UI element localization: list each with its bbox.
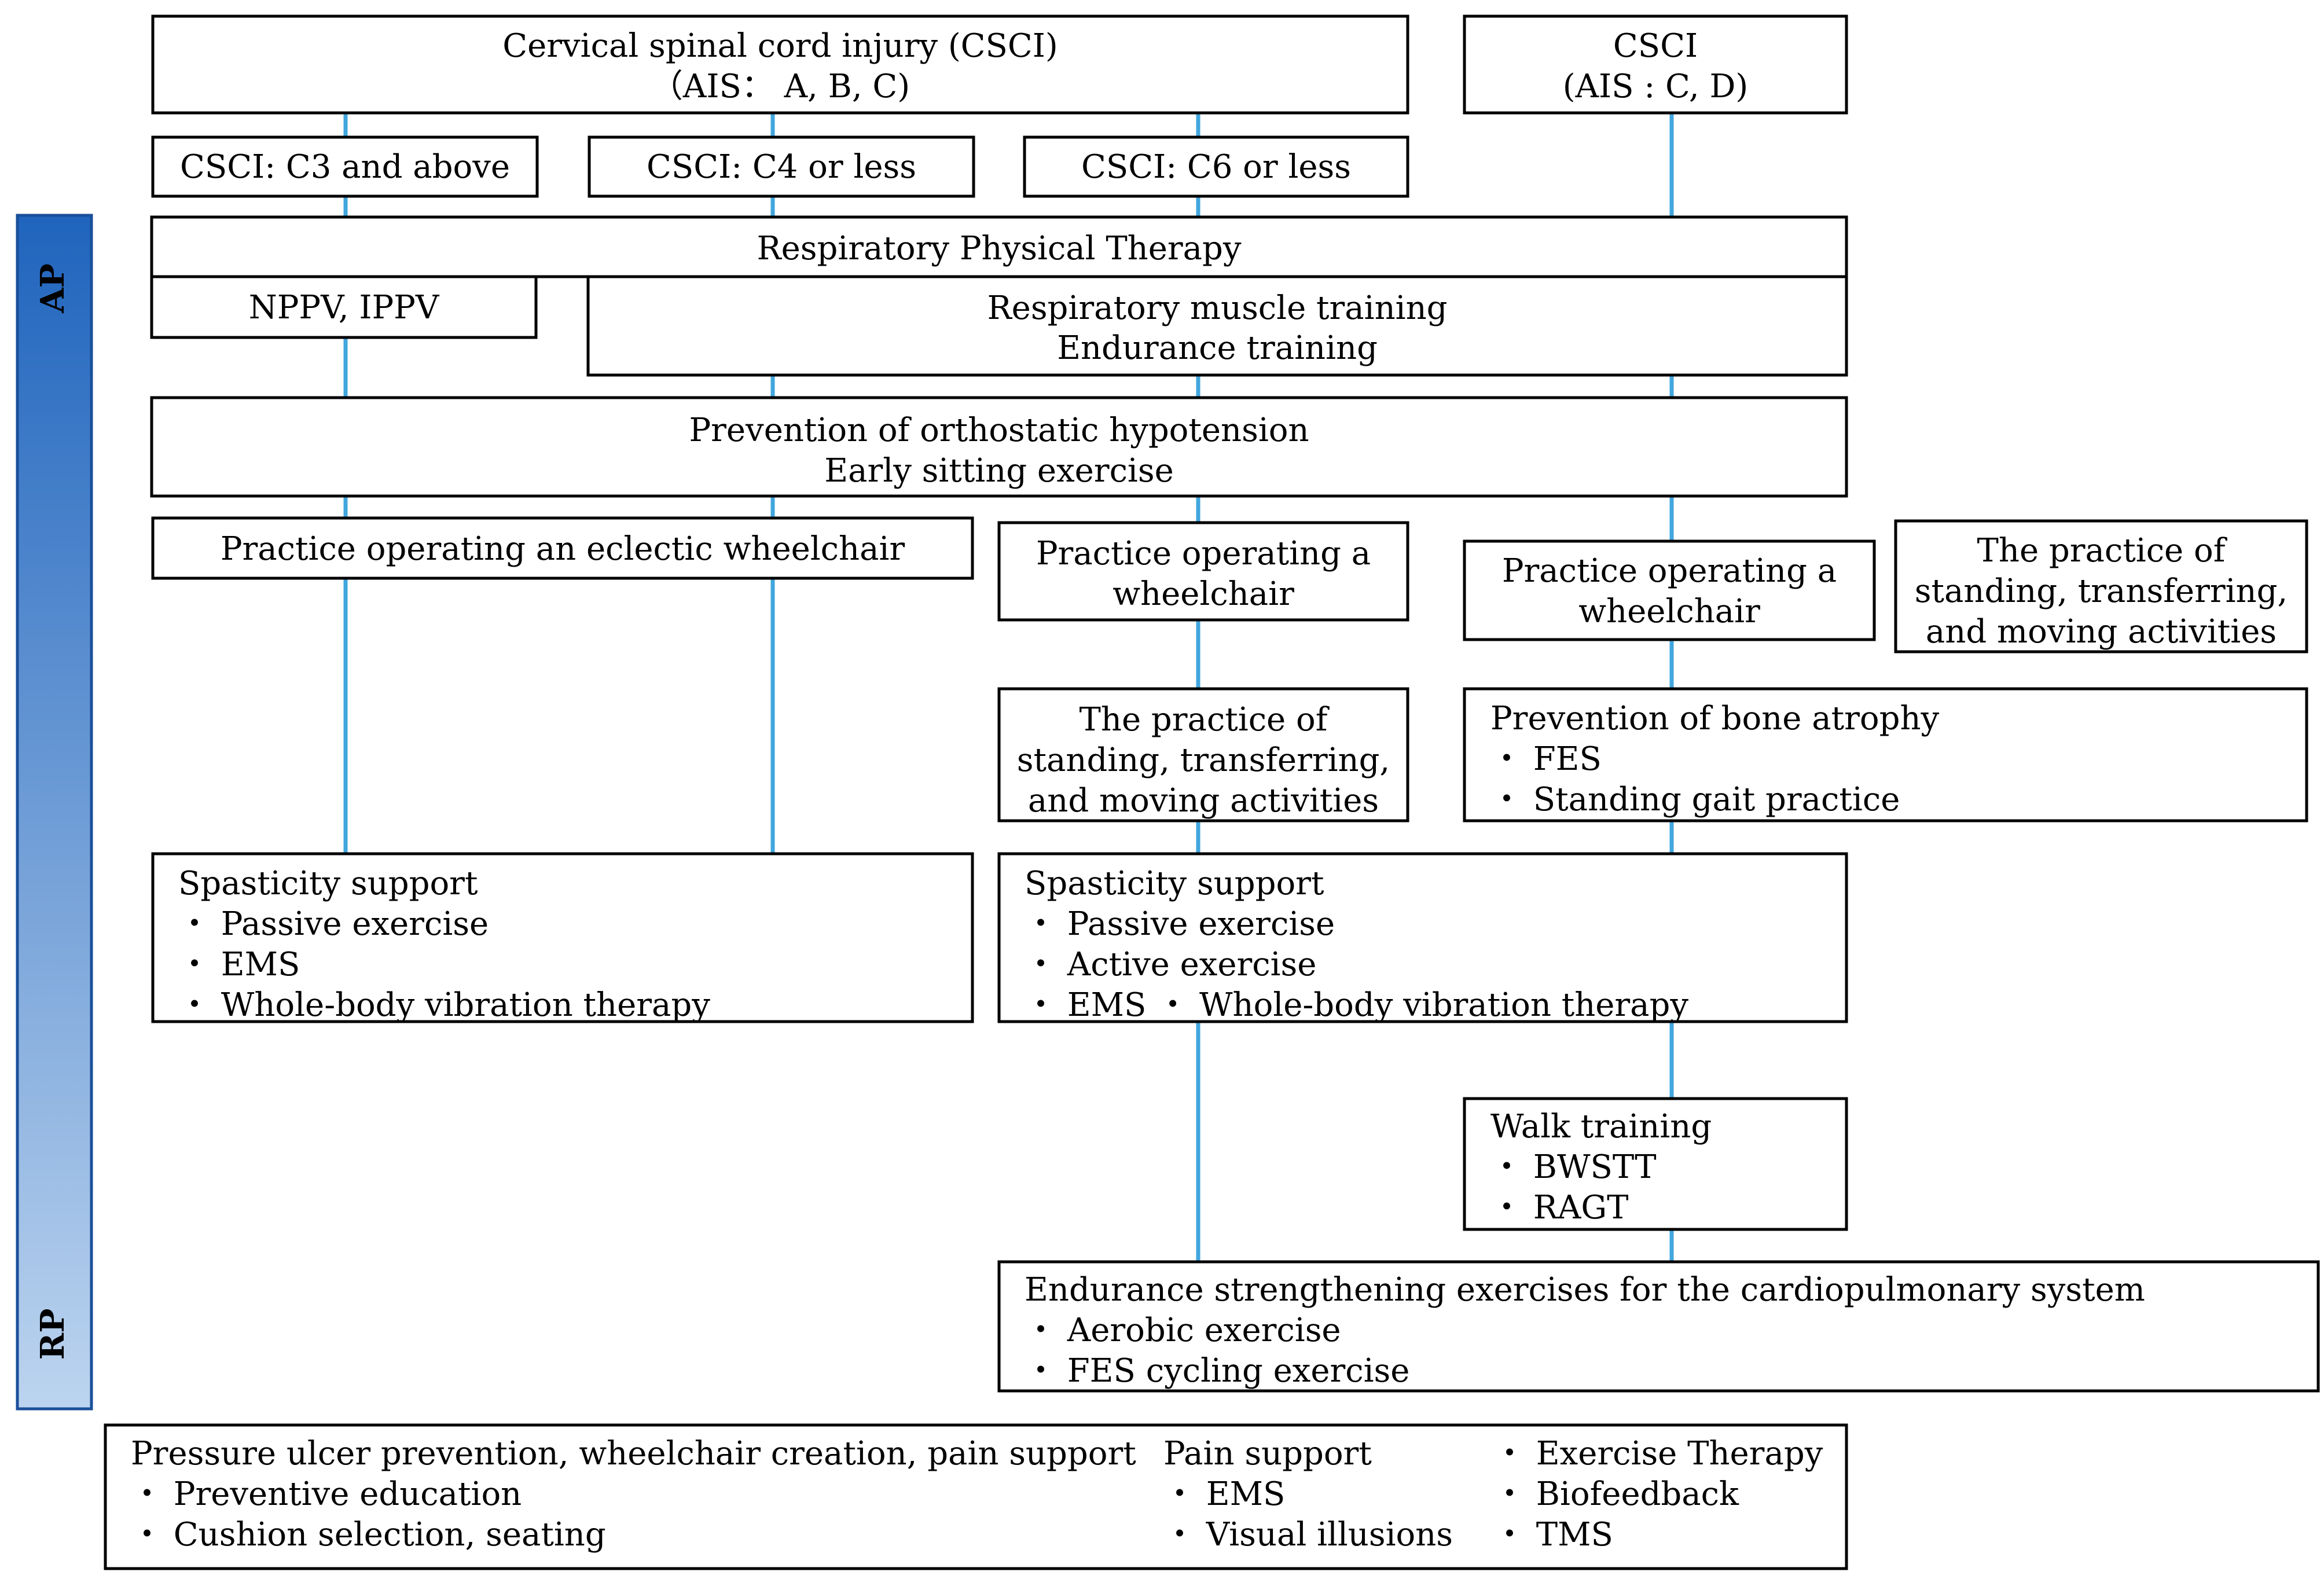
pain-line-1: Pain support: [1163, 1435, 1372, 1472]
spasticity-left-line-4: ・ Whole-body vibration therapy: [178, 986, 710, 1024]
wheelchair-incomplete-box: Practice operating a wheelchair: [1463, 539, 1876, 641]
standing-c6-line-3: and moving activities: [1028, 782, 1379, 820]
therapy-line-2: ・ Biofeedback: [1493, 1475, 1739, 1513]
standing-c6-box: The practice of standing, transferring, …: [997, 687, 1409, 822]
bone-atrophy-line-1: Prevention of bone atrophy: [1490, 700, 1940, 737]
endurance-line-1: Endurance strengthening exercises for th…: [1025, 1271, 2145, 1309]
electric-wheelchair-label: Practice operating an eclectic wheelchai…: [221, 530, 905, 568]
level-c4-label: CSCI: C4 or less: [647, 148, 916, 186]
standing-incomplete-line-3: and moving activities: [1926, 613, 2277, 651]
therapy-line-1: ・ Exercise Therapy: [1493, 1435, 1823, 1472]
bottom-support-box: Pressure ulcer prevention, wheelchair cr…: [104, 1423, 1848, 1570]
endurance-box: Endurance strengthening exercises for th…: [997, 1260, 2320, 1393]
csci-main-line-1: Cervical spinal cord injury (CSCI): [502, 27, 1058, 65]
spasticity-left-box: Spasticity support ・ Passive exercise ・ …: [151, 852, 974, 1024]
ventilation-label: NPPV, IPPV: [249, 289, 440, 326]
walk-training-line-3: ・ RAGT: [1490, 1189, 1629, 1227]
csci-incomplete-line-2: (AIS : C, D): [1563, 68, 1748, 105]
spasticity-left-line-1: Spasticity support: [178, 865, 478, 902]
pressure-line-2: ・ Preventive education: [131, 1475, 522, 1513]
bone-atrophy-box: Prevention of bone atrophy ・ FES ・ Stand…: [1463, 687, 2308, 822]
spasticity-right-line-4: ・ EMS ・ Whole-body vibration therapy: [1025, 986, 1688, 1024]
standing-incomplete-line-2: standing, transferring,: [1915, 572, 2288, 610]
wheelchair-c6-line-2: wheelchair: [1113, 575, 1294, 613]
wheelchair-incomplete-line-2: wheelchair: [1578, 593, 1760, 630]
respiratory-training-line-2: Endurance training: [1057, 329, 1378, 367]
orthostatic-box: Prevention of orthostatic hypotension Ea…: [150, 396, 1848, 498]
pain-line-2: ・ EMS: [1163, 1475, 1285, 1513]
pressure-line-1: Pressure ulcer prevention, wheelchair cr…: [131, 1435, 1136, 1472]
walk-training-box: Walk training ・ BWSTT ・ RAGT: [1463, 1097, 1848, 1231]
orthostatic-line-2: Early sitting exercise: [824, 452, 1173, 490]
phase-bar: AP RP: [16, 214, 93, 1411]
csci-incomplete-box: CSCI (AIS : C, D): [1463, 14, 1848, 115]
therapy-line-3: ・ TMS: [1493, 1516, 1613, 1554]
endurance-line-3: ・ FES cycling exercise: [1025, 1352, 1409, 1390]
level-c6-label: CSCI: C6 or less: [1081, 148, 1351, 186]
wheelchair-incomplete-line-1: Practice operating a: [1502, 552, 1837, 590]
level-c3-label: CSCI: C3 and above: [180, 148, 510, 186]
ventilation-box: NPPV, IPPV: [150, 275, 538, 339]
standing-c6-line-1: The practice of: [1080, 701, 1330, 739]
level-c4-box: CSCI: C4 or less: [588, 135, 975, 198]
standing-incomplete-line-1: The practice of: [1977, 532, 2228, 570]
spasticity-left-line-3: ・ EMS: [178, 946, 300, 983]
respiratory-therapy-title: Respiratory Physical Therapy: [757, 230, 1241, 267]
standing-c6-line-2: standing, transferring,: [1017, 741, 1390, 779]
spasticity-left-line-2: ・ Passive exercise: [178, 905, 489, 943]
level-c3-box: CSCI: C3 and above: [151, 135, 539, 198]
bone-atrophy-line-2: ・ FES: [1490, 740, 1602, 778]
phase-label-rp: RP: [34, 1309, 72, 1360]
respiratory-therapy-box: Respiratory Physical Therapy: [150, 215, 1848, 278]
respiratory-training-line-1: Respiratory muscle training: [987, 289, 1448, 327]
phase-label-ap: AP: [34, 263, 72, 314]
pressure-line-3: ・ Cushion selection, seating: [131, 1516, 606, 1554]
walk-training-line-2: ・ BWSTT: [1490, 1148, 1657, 1186]
csci-incomplete-line-1: CSCI: [1613, 27, 1698, 65]
spasticity-right-line-3: ・ Active exercise: [1025, 946, 1316, 983]
level-c6-box: CSCI: C6 or less: [1023, 135, 1409, 198]
standing-incomplete-box: The practice of standing, transferring, …: [1894, 519, 2308, 653]
csci-main-box: Cervical spinal cord injury (CSCI) （AIS：…: [151, 14, 1409, 115]
pain-line-3: ・ Visual illusions: [1163, 1516, 1453, 1554]
respiratory-training-box: Respiratory muscle training Endurance tr…: [586, 275, 1848, 377]
csci-main-line-2: （AIS： A, B, C): [651, 68, 910, 105]
endurance-line-2: ・ Aerobic exercise: [1025, 1312, 1341, 1349]
bone-atrophy-line-3: ・ Standing gait practice: [1490, 781, 1900, 818]
spasticity-right-line-2: ・ Passive exercise: [1025, 905, 1335, 943]
spasticity-right-line-1: Spasticity support: [1025, 865, 1324, 902]
wheelchair-c6-line-1: Practice operating a: [1036, 535, 1371, 572]
spasticity-right-box: Spasticity support ・ Passive exercise ・ …: [997, 852, 1848, 1024]
orthostatic-line-1: Prevention of orthostatic hypotension: [689, 412, 1309, 449]
wheelchair-c6-box: Practice operating a wheelchair: [997, 521, 1409, 622]
walk-training-line-1: Walk training: [1490, 1108, 1712, 1145]
electric-wheelchair-box: Practice operating an eclectic wheelchai…: [151, 516, 974, 580]
